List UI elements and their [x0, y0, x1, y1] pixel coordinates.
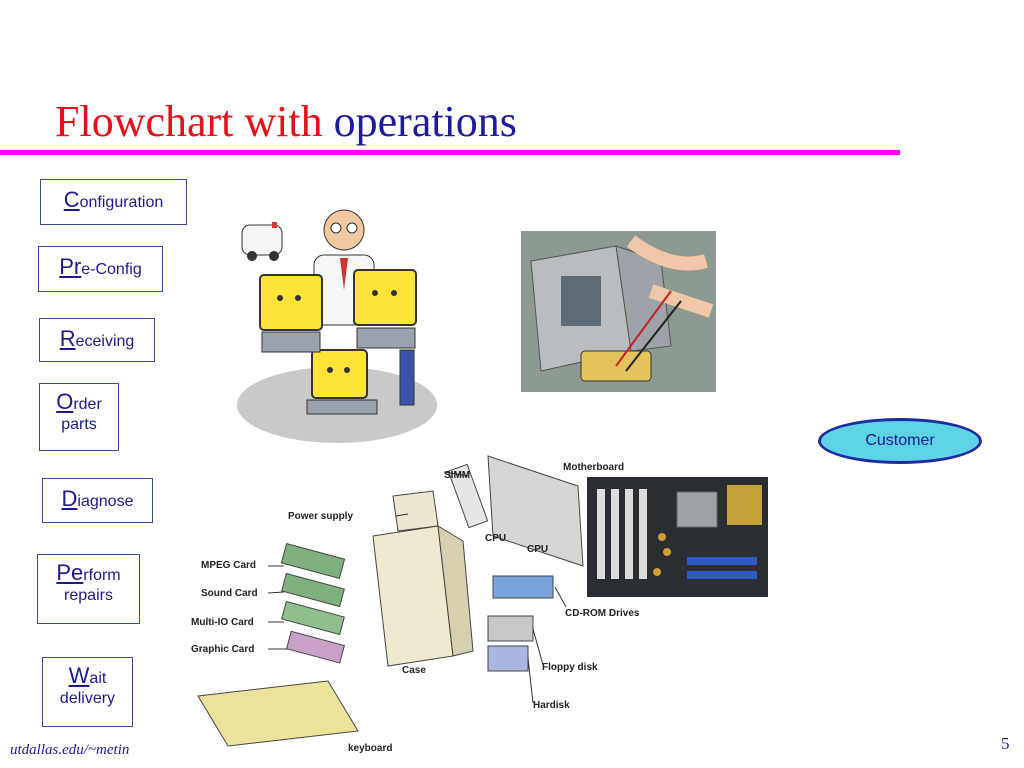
label-cdrom-drives: CD-ROM Drives	[565, 608, 640, 619]
label-keyboard: keyboard	[348, 743, 392, 754]
step-perform-repairs-lead: Pe	[56, 560, 84, 585]
step-diagnose-rest: iagnose	[77, 493, 134, 510]
step-receiving-lead: R	[59, 326, 76, 351]
step-diagnose: Diagnose	[42, 478, 153, 523]
label-graphic-card: Graphic Card	[191, 644, 254, 655]
label-multi-io-card: Multi-IO Card	[191, 617, 254, 628]
step-perform-repairs-rest: rform	[83, 567, 121, 584]
footer-url: utdallas.edu/~metin	[10, 742, 130, 758]
pc-components-diagram: SIMM Motherboard Power supply CPU CPU MP…	[188, 446, 658, 758]
label-cpu: CPU	[527, 544, 548, 555]
step-configuration-rest: onfiguration	[79, 194, 164, 211]
page-number: 5	[1001, 734, 1010, 753]
step-pre-config-lead: Pr	[59, 254, 82, 279]
label-motherboard: Motherboard	[563, 462, 624, 473]
step-configuration-lead: C	[63, 187, 80, 212]
label-power-supply: Power supply	[288, 511, 353, 522]
title-divider	[0, 150, 900, 155]
label-case: Case	[402, 665, 426, 676]
step-order-parts-lead: O	[56, 389, 74, 414]
step-perform-repairs-line2: repairs	[64, 587, 113, 604]
title-part-2: operations	[333, 97, 517, 146]
label-hardisk: Hardisk	[533, 700, 570, 711]
label-floppy-disk: Floppy disk	[542, 662, 598, 673]
step-order-parts-line2: parts	[61, 416, 97, 433]
title-part-1: Flowchart with	[55, 97, 323, 146]
label-cpu-small: CPU	[485, 533, 506, 544]
step-receiving: Receiving	[39, 318, 155, 362]
label-mpeg-card: MPEG Card	[201, 560, 256, 571]
step-perform-repairs: Perform repairs	[37, 554, 140, 624]
slide-title: Flowchart with operations	[55, 92, 517, 152]
step-pre-config-rest: e-Config	[81, 261, 142, 278]
label-sound-card: Sound Card	[201, 588, 258, 599]
doctor-computers-clipart	[232, 200, 442, 445]
step-receiving-rest: eceiving	[75, 333, 135, 350]
customer-node: Customer	[818, 418, 982, 464]
step-wait-delivery: Wait delivery	[42, 657, 133, 727]
step-wait-delivery-lead: W	[68, 663, 90, 688]
step-wait-delivery-rest: ait	[89, 670, 107, 687]
step-wait-delivery-line2: delivery	[59, 690, 116, 707]
step-order-parts-rest: rder	[73, 396, 102, 413]
pc-repair-photo	[521, 231, 716, 392]
step-configuration: Configuration	[40, 179, 187, 225]
step-order-parts: Order parts	[39, 383, 119, 451]
step-diagnose-lead: D	[61, 486, 78, 511]
customer-label: Customer	[865, 432, 935, 449]
step-pre-config: Pre-Config	[38, 246, 163, 292]
motherboard-photo	[587, 477, 768, 597]
label-simm: SIMM	[444, 470, 470, 481]
